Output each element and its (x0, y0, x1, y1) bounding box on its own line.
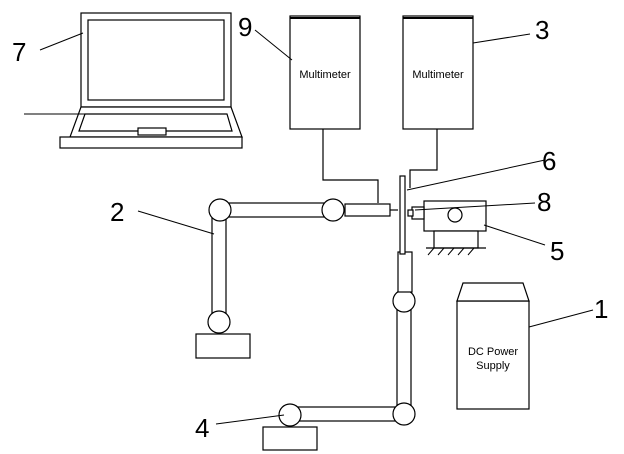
label-number-9: 9 (238, 12, 252, 42)
lens (407, 209, 414, 217)
multimeter-left: Multimeter (289, 15, 361, 130)
left-stand-joint-top-right (321, 198, 345, 222)
right-stand-joint-bottom (392, 402, 416, 426)
ground-hatch (427, 247, 475, 256)
dc-power-supply (456, 282, 530, 410)
multimeter-right: Multimeter (402, 15, 474, 130)
right-stand-clamp (397, 251, 413, 293)
label-number-1: 1 (594, 294, 608, 324)
leader-1 (528, 309, 594, 328)
power-supply-body (456, 300, 530, 410)
leader-2 (137, 210, 215, 235)
wires (322, 129, 438, 203)
leader-lines (24, 29, 594, 425)
laptop-touchpad (137, 127, 167, 136)
laptop-screen (87, 19, 225, 101)
left-stand (195, 198, 345, 359)
laptop (59, 12, 243, 149)
laptop-keyboard (78, 113, 233, 132)
left-stand-joint-top-left (208, 198, 232, 222)
light-source-mount (433, 230, 479, 249)
leader-9 (254, 29, 293, 61)
right-stand-joint-left (278, 403, 302, 427)
right-stand (262, 251, 416, 451)
leader-7 (39, 32, 84, 51)
label-number-8: 8 (537, 187, 551, 217)
label-number-6: 6 (542, 146, 556, 176)
right-stand-joint-top (392, 289, 416, 313)
right-stand-horizontal-arm (289, 406, 405, 422)
leader-6 (406, 159, 546, 191)
laptop-base (59, 136, 243, 149)
multimeter-left-label: Multimeter (299, 69, 351, 81)
label-number-3: 3 (535, 15, 549, 45)
power-supply-label-line2: Supply (476, 360, 510, 372)
light-source-aperture (447, 207, 463, 223)
leader-4 (215, 414, 285, 425)
label-number-5: 5 (550, 236, 564, 266)
label-number-4: 4 (195, 413, 209, 443)
power-supply-top (456, 282, 530, 302)
leader-8 (414, 202, 536, 211)
left-stand-base (195, 333, 251, 359)
label-number-7: 7 (12, 37, 26, 67)
probe-holder (344, 203, 398, 217)
lens-holder (411, 206, 425, 220)
left-stand-horizontal-arm (219, 202, 333, 218)
left-stand-joint-bottom (207, 310, 231, 334)
multimeter-right-label: Multimeter (412, 69, 464, 81)
right-stand-vertical-arm (396, 303, 412, 415)
right-stand-base (262, 426, 318, 451)
probe-holder-body (344, 203, 391, 217)
wire-multimeter-right (409, 129, 438, 188)
power-supply-label-line1: DC Power (468, 346, 518, 358)
sample-strip (399, 175, 406, 255)
leader-5 (483, 224, 546, 246)
label-number-2: 2 (110, 197, 124, 227)
leader-3 (472, 33, 531, 44)
left-stand-vertical-arm (211, 213, 227, 321)
wire-multimeter-left (322, 129, 379, 203)
